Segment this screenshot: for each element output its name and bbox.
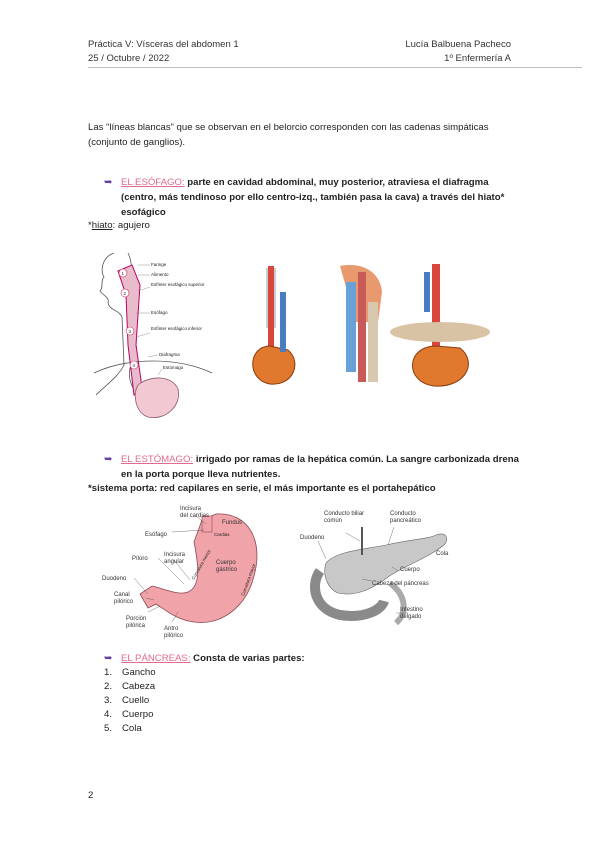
header-rule: [88, 67, 582, 68]
label-porcion-1: Porción: [126, 616, 146, 622]
step-number: 1: [122, 271, 125, 276]
label-conducto-biliar-1: Conducto biliar: [324, 511, 364, 517]
intro-paragraph: Las “líneas blancas” que se observan en …: [88, 120, 528, 150]
label-cuerpo-2: gástrico: [216, 567, 238, 573]
view-lateral: [340, 265, 382, 382]
label-conducto-biliar-2: común: [324, 518, 342, 524]
esofago-text-1: parte en cavidad abdominal, muy posterio…: [184, 177, 489, 188]
step-number: 3: [129, 329, 132, 334]
list-marker-icon: ➥: [104, 454, 113, 465]
label-diafragma: Diafragma: [159, 352, 180, 357]
step-number: 2: [124, 291, 127, 296]
hiato-definition: : agujero: [112, 220, 150, 231]
esophagus-anatomy-views: [228, 262, 520, 390]
label-fundus: Fundus: [222, 520, 242, 526]
label-porcion-2: pilórica: [126, 623, 146, 629]
estomago-text-2: en la porta porque lleva nutrientes.: [121, 469, 281, 480]
esofago-title[interactable]: EL ESÓFAGO:: [121, 177, 185, 188]
label-cola: Cola: [436, 551, 449, 557]
label-esofago: Esófago: [151, 310, 168, 315]
esofago-text-2: (centro, más tendinoso por ello centro-i…: [121, 192, 478, 203]
list-item: 5.Cola: [104, 723, 142, 734]
label-incisura-cardias-2: del cardias: [180, 513, 209, 519]
label-canal-2: pilórico: [114, 599, 134, 605]
author-name: Lucía Balbuena Pacheco: [405, 39, 511, 50]
step-number: 4: [133, 363, 136, 368]
list-item: 3.Cuello: [104, 695, 150, 706]
esofago-text-3: esofágico: [121, 207, 166, 218]
pancreas-section: ➥ EL PÁNCREAS: Consta de varias partes:: [104, 651, 524, 666]
list-item: 1.Gancho: [104, 667, 156, 678]
list-item: 4.Cuerpo: [104, 709, 154, 720]
esofago-hiato: hiato*: [477, 192, 505, 203]
hiato-term: hiato: [91, 220, 113, 231]
pancreas-text: Consta de varias partes:: [190, 653, 305, 664]
pancreas-title[interactable]: EL PÁNCREAS:: [121, 653, 191, 664]
label-cardias: Cardias: [214, 532, 230, 537]
practice-title: Práctica V: Vísceras del abdomen 1: [88, 39, 239, 50]
list-marker-icon: ➥: [104, 653, 113, 664]
esofago-section: ➥ EL ESÓFAGO: parte en cavidad abdominal…: [104, 175, 524, 220]
stomach-diagram: Incisura del cardias Fundus Cardias Esóf…: [102, 506, 258, 639]
label-antro-1: Antro: [164, 626, 179, 632]
page-number: 2: [88, 790, 94, 801]
label-cuerpo-1: Cuerpo: [216, 560, 236, 566]
label-intestino-1: Intestino: [400, 607, 423, 613]
view-anterior: [252, 266, 296, 385]
label-cuerpo: Cuerpo: [400, 567, 420, 573]
label-conducto-pancreatico-1: Conducto: [390, 511, 416, 517]
label-esfinter-superior: Esfínter esofágico superior: [151, 282, 205, 287]
estomago-title[interactable]: EL ESTÓMAGO:: [121, 454, 194, 465]
note-asterisk: *: [88, 220, 92, 231]
esophagus-swallow-diagram: 1 2 3 4 Faringe Alimento Esfínter esofág…: [93, 252, 213, 418]
label-esfinter-inferior: Esfínter esofágico inferior: [151, 326, 203, 331]
label-alimento: Alimento: [151, 272, 169, 277]
hiato-note: *hiato: agujero: [88, 218, 150, 233]
label-incisura-cardias-1: Incisura: [180, 506, 202, 512]
label-incisura-angular-2: angular: [164, 559, 184, 565]
header-left: Práctica V: Vísceras del abdomen 1 25 / …: [88, 38, 239, 66]
label-conducto-pancreatico-2: pancreático: [390, 518, 422, 524]
label-piloro: Píloro: [132, 556, 148, 562]
label-duodeno: Duodeno: [102, 576, 127, 582]
header-right: Lucía Balbuena Pacheco 1º Enfermería A: [405, 38, 511, 66]
practice-date: 25 / Octubre / 2022: [88, 53, 170, 64]
course-group: 1º Enfermería A: [444, 53, 511, 64]
label-canal-1: Canal: [114, 592, 130, 598]
intro-line-2: (conjunto de ganglios).: [88, 137, 186, 148]
label-intestino-2: delgado: [400, 614, 422, 620]
label-estomago: Estómago: [163, 365, 184, 370]
label-faringe: Faringe: [151, 262, 167, 267]
label-antro-2: pilórico: [164, 633, 184, 639]
intro-line-1: Las “líneas blancas” que se observan en …: [88, 122, 489, 133]
list-marker-icon: ➥: [104, 177, 113, 188]
list-item: 2.Cabeza: [104, 681, 156, 692]
pancreas-parts-list: 1.Gancho 2.Cabeza 3.Cuello 4.Cuerpo 5.Co…: [104, 666, 156, 736]
label-duodeno: Duodeno: [300, 535, 325, 541]
label-esofago: Esófago: [145, 532, 168, 538]
label-incisura-angular-1: Incisura: [164, 552, 186, 558]
label-cabeza-pancreas: Cabeza del páncreas: [372, 581, 429, 587]
pancreas-diagram: Conducto biliar común Conducto pancreáti…: [300, 511, 449, 626]
sistema-porta-note: *sistema porta: red capilares en serie, …: [88, 483, 436, 494]
estomago-section: ➥ EL ESTÓMAGO: irrigado por ramas de la …: [104, 452, 524, 482]
view-posterior: [390, 264, 490, 387]
estomago-text-1: irrigado por ramas de la hepática común.…: [193, 454, 519, 465]
